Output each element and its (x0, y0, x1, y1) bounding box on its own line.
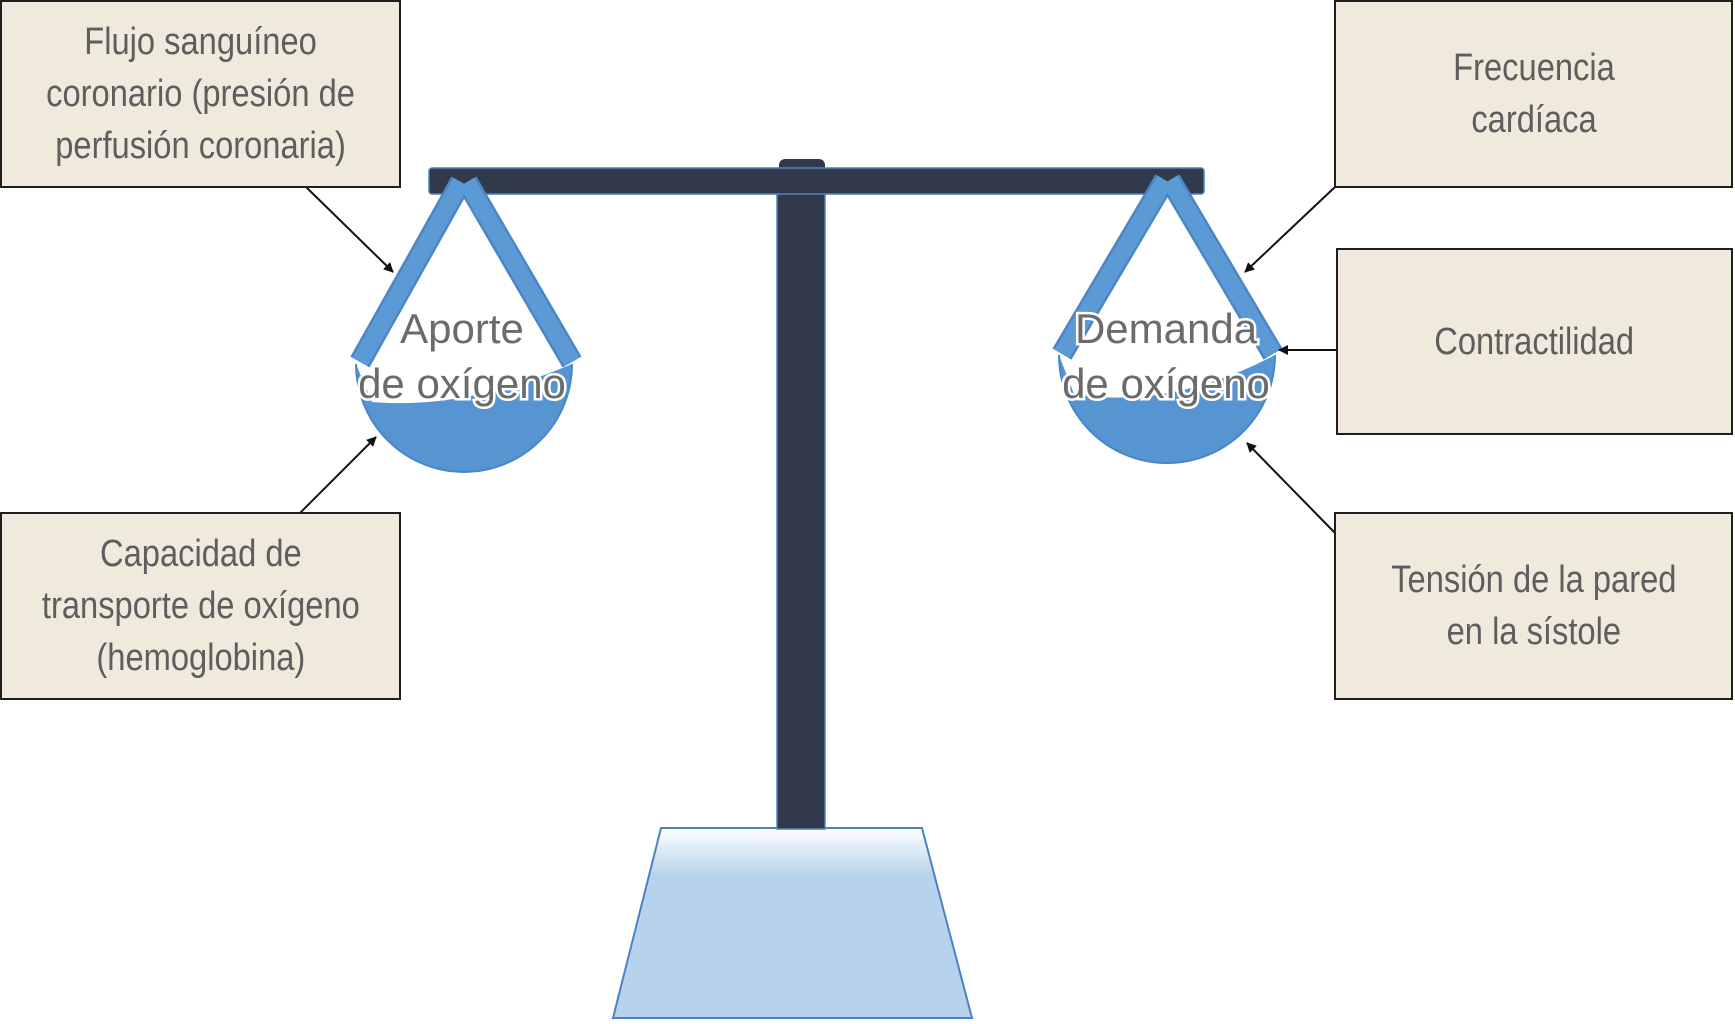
heart-rate-box: Frecuencia cardíaca (1334, 0, 1733, 188)
demand-pan: Demanda de oxígeno (1052, 174, 1283, 464)
scale-base (611, 827, 974, 1019)
supply-pan-label-line2: de oxígeno (358, 360, 566, 407)
supply-pan-label-line1: Aporte (400, 305, 524, 352)
arrow-coronary-flow (305, 186, 394, 273)
arrow-heart-rate (1244, 186, 1336, 273)
coronary-flow-box: Flujo sanguíneo coronario (presión de pe… (0, 0, 401, 188)
oxygen-capacity-box: Capacidad de transporte de oxígeno (hemo… (0, 512, 401, 700)
wall-tension-box: Tensión de la pared en la sístole (1334, 512, 1733, 700)
arrow-wall-tension (1246, 442, 1336, 534)
scale-beam (428, 167, 1205, 195)
supply-pan: Aporte de oxígeno (350, 176, 582, 473)
demand-pan-label-line1: Demanda (1075, 305, 1258, 352)
wall-tension-text: Tensión de la pared en la sístole (1390, 559, 1677, 653)
arrow-oxygen-capacity (299, 436, 377, 514)
contractility-text: Contractilidad (1434, 320, 1635, 363)
heart-rate-text: Frecuencia cardíaca (1452, 47, 1615, 141)
contractility-box: Contractilidad (1336, 248, 1733, 435)
demand-pan-label-line2: de oxígeno (1062, 360, 1270, 407)
oxygen-capacity-text: Capacidad de transporte de oxígeno (hemo… (41, 533, 360, 679)
scale-pole (776, 171, 826, 830)
coronary-flow-text: Flujo sanguíneo coronario (presión de pe… (46, 21, 355, 167)
